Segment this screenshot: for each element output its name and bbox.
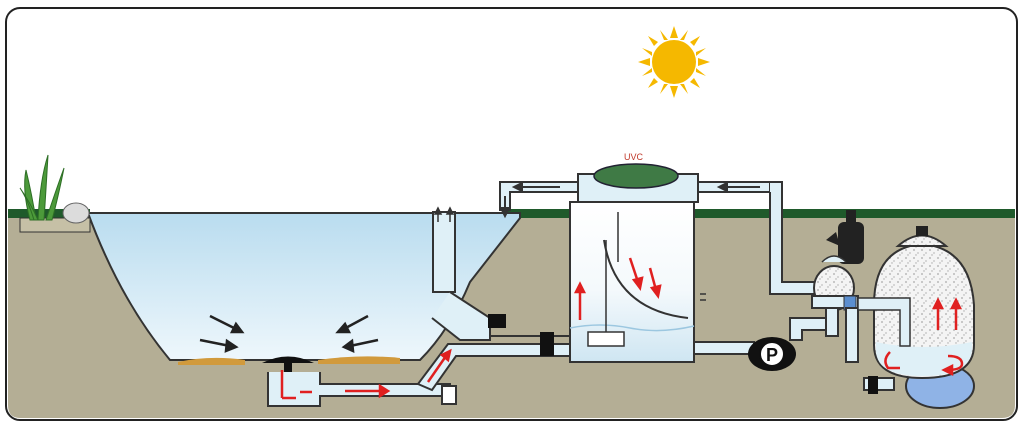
multiport-valve [811, 210, 864, 363]
uvc-lamp [593, 163, 679, 189]
uvc-unit: UVC [499, 152, 771, 219]
drain-sump [267, 372, 451, 407]
sun-icon [638, 26, 710, 98]
suction-arrows [199, 314, 379, 354]
riser-flow-arrows [426, 348, 452, 383]
pump-label: P [766, 345, 778, 365]
sludge-left [178, 357, 245, 365]
plant-icon [19, 154, 65, 221]
sand-filter [857, 226, 975, 409]
bottom-drain [262, 356, 314, 363]
stone-icon [62, 202, 90, 224]
drain-flow-arrows [280, 370, 391, 400]
grass-right [508, 209, 1015, 218]
pump: P [693, 317, 839, 371]
valve-tank-inlet [540, 332, 554, 356]
sludge-right [318, 356, 400, 364]
pond-water [86, 212, 521, 361]
filter-tank [569, 201, 706, 363]
uvc-label: UVC [624, 152, 644, 162]
skimmer [431, 206, 506, 341]
